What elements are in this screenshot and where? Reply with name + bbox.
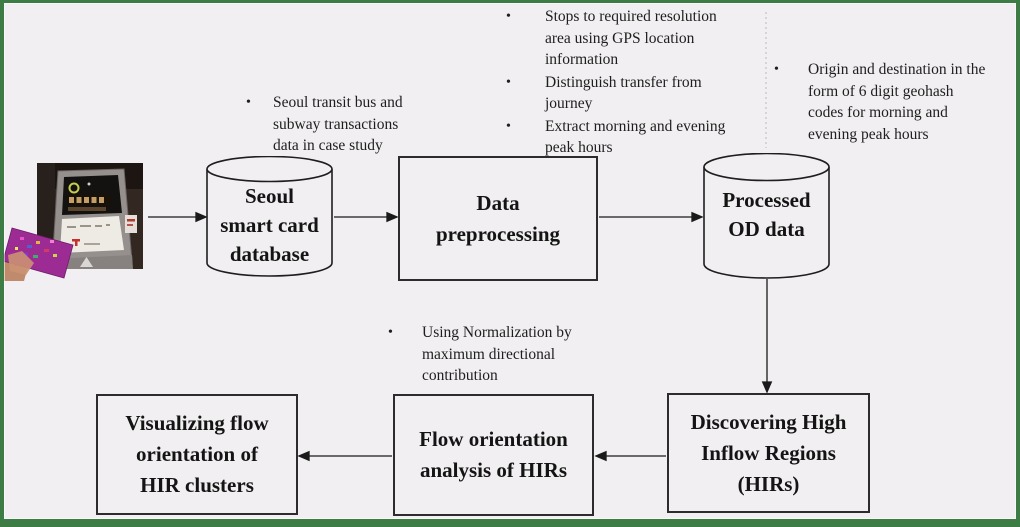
arrowhead-right-icon bbox=[195, 211, 208, 223]
note-line: Using Normalization by bbox=[422, 324, 572, 341]
node-visualizing-flow-orientation: Visualizing flow orientation of HIR clus… bbox=[96, 394, 298, 515]
bullet-icon: • bbox=[774, 62, 779, 77]
note-case-study: • Seoul transit bus and subway transacti… bbox=[240, 92, 435, 158]
note-line: Extract morning and evening bbox=[545, 117, 726, 135]
bullet-icon: • bbox=[506, 118, 511, 134]
note-line: Origin and destination in the bbox=[808, 61, 986, 78]
node-label-line: database bbox=[229, 242, 310, 266]
node-processed-od-data: Processed OD data bbox=[703, 153, 830, 279]
node-label-line: Flow orientation bbox=[419, 427, 568, 451]
bullet-icon: • bbox=[506, 74, 511, 90]
node-label-line: (HIRs) bbox=[737, 471, 800, 496]
arrowhead-left-icon bbox=[297, 450, 310, 462]
bullet-icon: • bbox=[246, 95, 251, 110]
bullet-icon: • bbox=[506, 9, 511, 24]
note-line: journey bbox=[545, 95, 593, 112]
node-label-line: Inflow Regions bbox=[701, 440, 836, 465]
note-line: maximum directional bbox=[422, 345, 556, 363]
note-line: peak hours bbox=[545, 139, 613, 156]
node-label-line: Seoul bbox=[244, 184, 294, 208]
bullet-item: • Origin and destination in the form of … bbox=[768, 59, 1008, 145]
node-label-line: Processed bbox=[722, 188, 811, 212]
bullet-icon: • bbox=[388, 325, 393, 340]
bullet-item: • Extract morning and evening peak hours bbox=[500, 116, 770, 159]
note-line: data in case study bbox=[273, 137, 383, 154]
bullet-item: • Seoul transit bus and subway transacti… bbox=[240, 92, 435, 157]
note-line: evening peak hours bbox=[808, 125, 929, 143]
node-label-line: HIR clusters bbox=[140, 473, 254, 497]
arrowhead-down-icon bbox=[761, 381, 773, 394]
note-line: Stops to required resolution bbox=[545, 8, 717, 25]
node-data-preprocessing: Data preprocessing bbox=[398, 156, 598, 281]
node-label-line: preprocessing bbox=[435, 221, 561, 246]
node-label-line: OD data bbox=[728, 217, 805, 241]
note-normalization: • Using Normalization by maximum directi… bbox=[382, 322, 612, 388]
note-preprocessing-steps: • Stops to required resolution area usin… bbox=[500, 6, 770, 160]
database-cylinder-shape bbox=[703, 153, 830, 279]
arrowhead-right-icon bbox=[386, 211, 399, 223]
node-seoul-smart-card-database: Seoul smart card database bbox=[206, 156, 333, 277]
note-line: area using GPS location bbox=[545, 29, 695, 47]
node-discovering-hirs: Discovering High Inflow Regions (HIRs) bbox=[667, 393, 870, 513]
note-line: Seoul transit bus and bbox=[273, 94, 403, 111]
note-line: codes for morning and bbox=[808, 104, 948, 121]
note-line: Distinguish transfer from bbox=[545, 73, 702, 91]
note-od-format: • Origin and destination in the form of … bbox=[768, 59, 1008, 146]
node-label-line: analysis of HIRs bbox=[419, 458, 568, 482]
transit-card-photo bbox=[0, 155, 170, 287]
node-label-line: Data bbox=[476, 190, 520, 215]
node-label-line: smart card bbox=[220, 213, 319, 237]
note-line: information bbox=[545, 51, 619, 68]
bullet-item: • Using Normalization by maximum directi… bbox=[382, 322, 612, 387]
note-line: subway transactions bbox=[273, 115, 399, 133]
database-cylinder-shape bbox=[206, 156, 333, 277]
fare-reader-illustration bbox=[0, 163, 143, 281]
note-line: contribution bbox=[422, 367, 498, 384]
arrowhead-right-icon bbox=[691, 211, 704, 223]
node-label-line: orientation of bbox=[136, 442, 258, 466]
node-flow-orientation-analysis: Flow orientation analysis of HIRs bbox=[393, 394, 594, 516]
node-label-line: Discovering High bbox=[690, 409, 847, 434]
bullet-item: • Distinguish transfer from journey bbox=[500, 72, 770, 115]
note-line: form of 6 digit geohash bbox=[808, 82, 954, 100]
node-label-line: Visualizing flow bbox=[125, 411, 269, 435]
arrowhead-left-icon bbox=[594, 450, 607, 462]
bullet-item: • Stops to required resolution area usin… bbox=[500, 6, 770, 71]
